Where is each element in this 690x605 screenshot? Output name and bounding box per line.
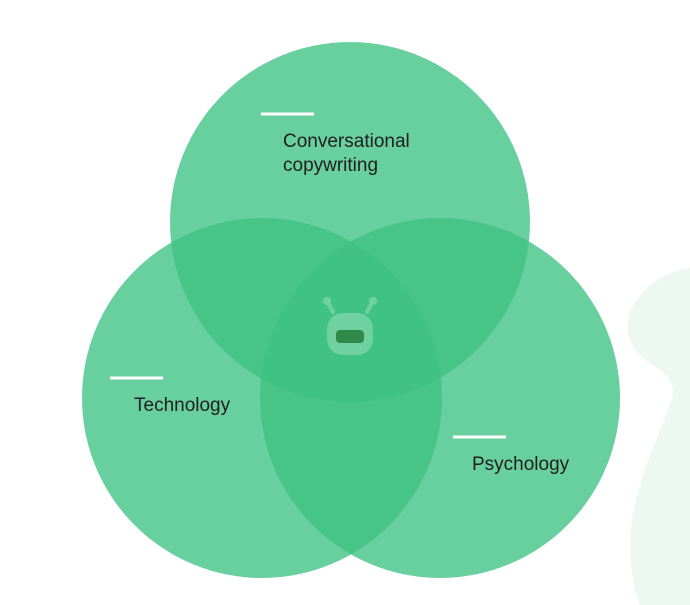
label-technology: Technology bbox=[134, 394, 230, 418]
background-shape bbox=[627, 268, 690, 605]
label-top-line-1: Conversational bbox=[283, 131, 410, 152]
circle-psychology bbox=[260, 218, 620, 578]
label-top-line-2: copywriting bbox=[283, 155, 379, 176]
label-left-line-1: Technology bbox=[134, 395, 231, 416]
label-psychology: Psychology bbox=[472, 453, 569, 477]
label-conversational-copywriting: Conversational copywriting bbox=[283, 130, 410, 178]
label-right-line-1: Psychology bbox=[472, 454, 570, 475]
robot-head-icon bbox=[323, 297, 377, 355]
